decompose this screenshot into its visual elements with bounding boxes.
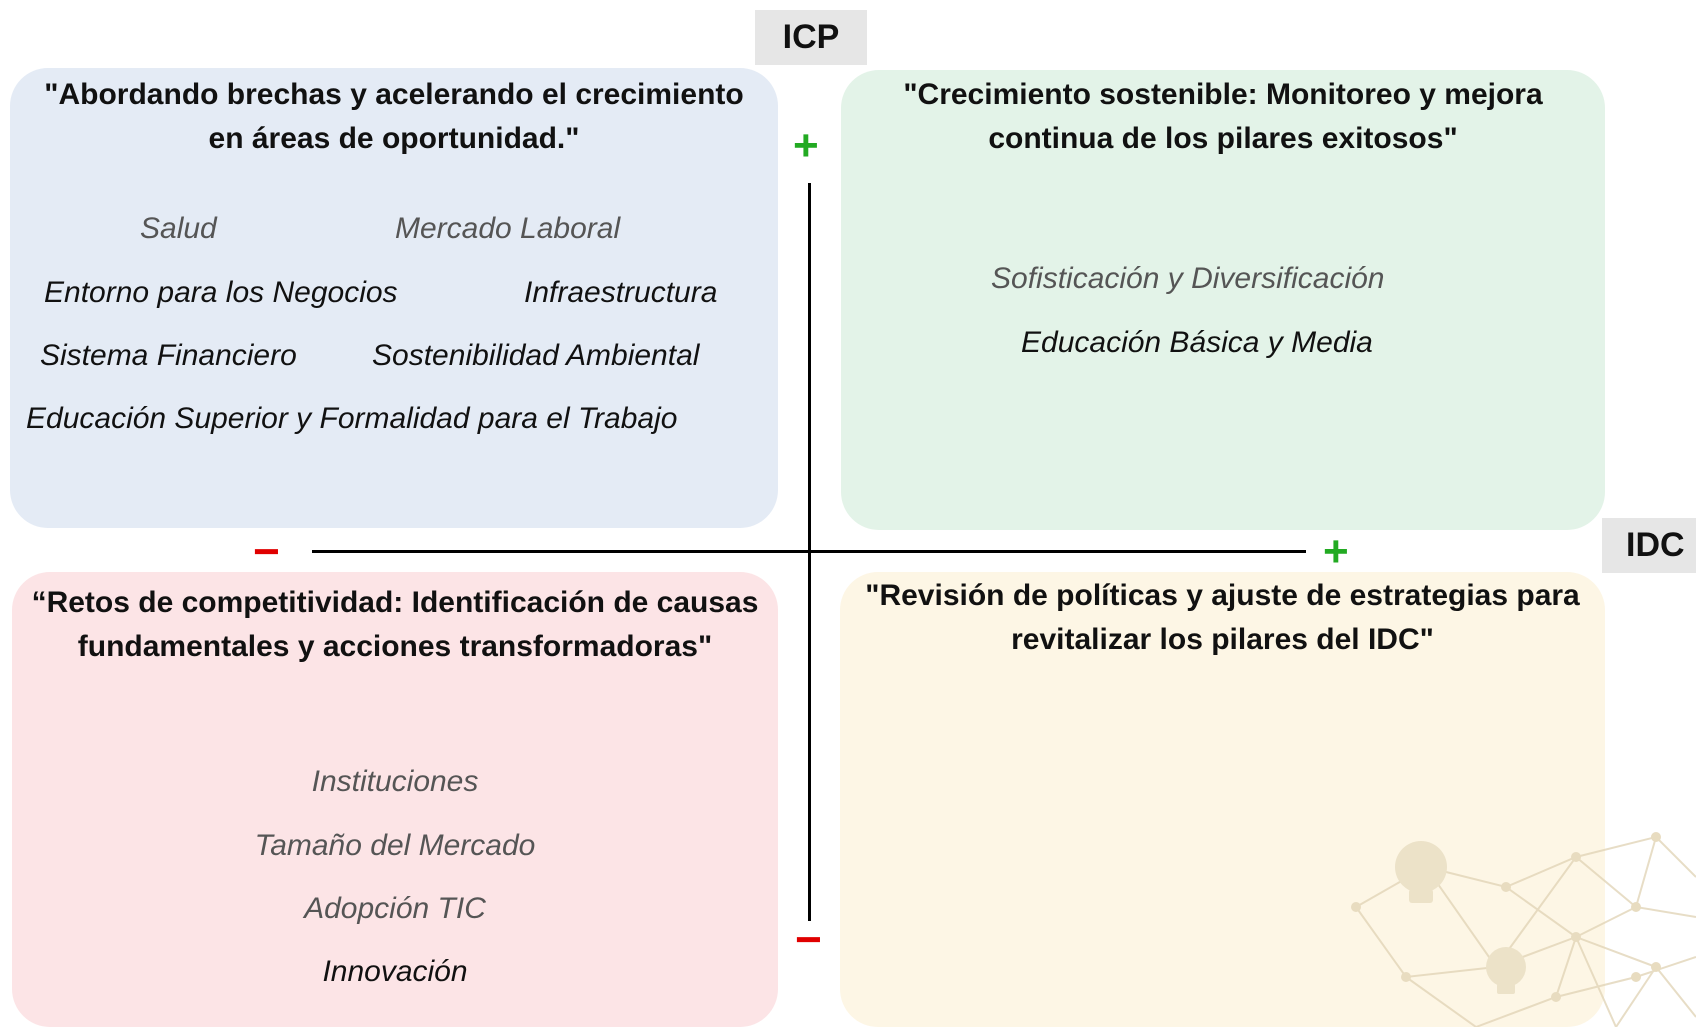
item-innovacion: Innovación	[322, 955, 468, 988]
quadrant-top-left: "Abordando brechas y acelerando el creci…	[10, 68, 778, 528]
item-mercado-laboral: Mercado Laboral	[395, 212, 621, 245]
quadrant-bottom-right-title: "Revisión de políticas y ajuste de estra…	[865, 579, 1580, 656]
item-adopcion-tic: Adopción TIC	[304, 892, 486, 925]
item-tamano-mercado: Tamaño del Mercado	[254, 829, 536, 862]
item-sistema-financiero: Sistema Financiero	[40, 339, 297, 372]
vertical-minus-sign: −	[795, 913, 822, 965]
item-sostenibilidad-ambiental: Sostenibilidad Ambiental	[372, 339, 700, 372]
quadrant-bottom-left-title: “Retos de competitividad: Identificación…	[31, 586, 759, 663]
item-instituciones: Instituciones	[311, 765, 479, 798]
horizontal-minus-sign: −	[253, 525, 280, 577]
horizontal-axis-line	[312, 550, 1306, 553]
network-watermark-icon	[1351, 832, 1696, 1027]
item-sofisticacion: Sofisticación y Diversificación	[991, 262, 1385, 295]
quadrant-top-right-title: "Crecimiento sostenible: Monitoreo y mej…	[903, 78, 1543, 155]
idc-axis-label: IDC	[1602, 518, 1696, 573]
quadrant-top-left-title: "Abordando brechas y acelerando el creci…	[44, 78, 744, 155]
quadrant-top-right: "Crecimiento sostenible: Monitoreo y mej…	[841, 70, 1605, 530]
horizontal-plus-sign: +	[1323, 527, 1349, 576]
item-entorno-negocios: Entorno para los Negocios	[44, 276, 398, 309]
item-salud: Salud	[140, 212, 217, 245]
quadrant-bottom-right: "Revisión de políticas y ajuste de estra…	[840, 572, 1605, 1027]
item-infraestructura: Infraestructura	[524, 276, 718, 309]
vertical-plus-sign: +	[793, 121, 819, 170]
item-educacion-superior: Educación Superior y Formalidad para el …	[26, 402, 678, 435]
icp-axis-label: ICP	[755, 10, 867, 65]
item-educacion-basica: Educación Básica y Media	[1021, 326, 1373, 359]
quadrant-bottom-left: “Retos de competitividad: Identificación…	[12, 572, 778, 1027]
